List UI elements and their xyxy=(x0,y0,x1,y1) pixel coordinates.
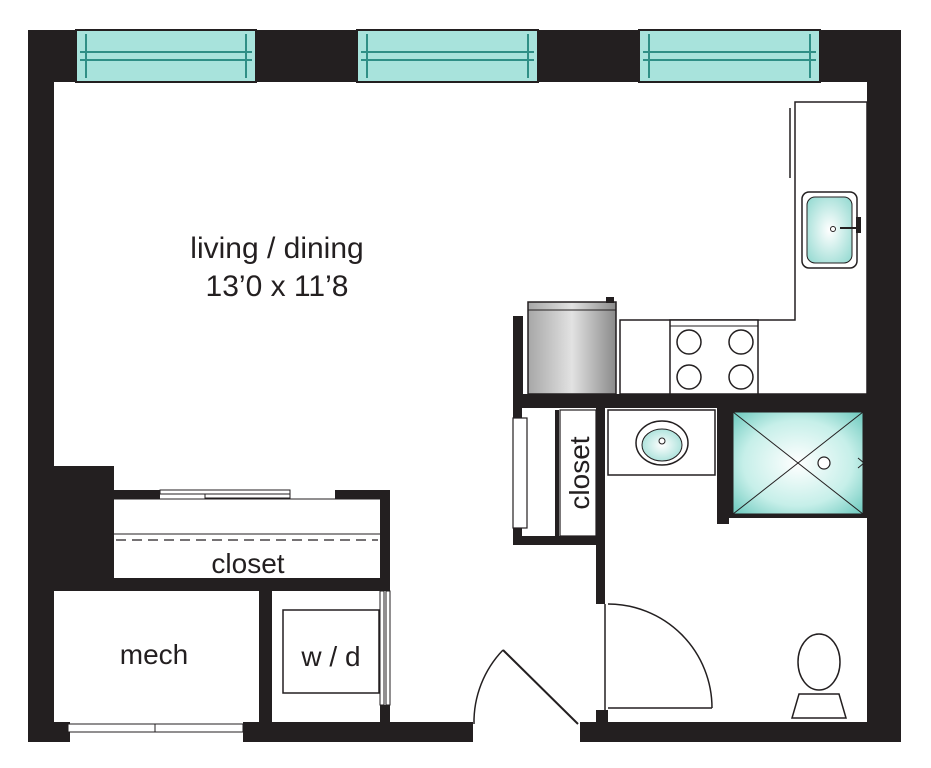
vanity xyxy=(607,409,716,476)
stove-burner-icon xyxy=(676,364,702,390)
refrigerator-icon xyxy=(513,297,617,395)
living-room-size: 13’0 x 11’8 xyxy=(206,270,349,303)
top-windows xyxy=(75,29,821,83)
window-icon xyxy=(638,29,821,83)
shower-icon xyxy=(729,408,867,518)
main-closet-label: closet xyxy=(211,548,284,579)
wd-label: w / d xyxy=(300,641,360,672)
interior-walls-lower-left xyxy=(54,466,390,742)
sink-icon xyxy=(635,420,689,466)
kitchen xyxy=(513,101,868,395)
door-swing-icon xyxy=(604,603,713,712)
stove-icon xyxy=(669,319,759,395)
mech-window xyxy=(67,723,244,733)
toilet-icon xyxy=(791,633,847,719)
stove-burner-icon xyxy=(676,329,702,355)
stove-burner-icon xyxy=(728,329,754,355)
window-icon xyxy=(75,29,257,83)
side-closet xyxy=(512,409,597,537)
stove-burner-icon xyxy=(728,364,754,390)
mech-label: mech xyxy=(120,639,188,670)
sink-icon xyxy=(801,191,861,269)
side-closet-label: closet xyxy=(564,436,595,509)
living-room-name: living / dining xyxy=(190,232,363,265)
main-closet xyxy=(54,476,380,576)
window-icon xyxy=(356,29,539,83)
washer-dryer xyxy=(282,590,391,706)
room-labels: living / dining 13’0 x 11’8 closet close… xyxy=(120,232,595,672)
door-swing-icon xyxy=(473,649,579,725)
